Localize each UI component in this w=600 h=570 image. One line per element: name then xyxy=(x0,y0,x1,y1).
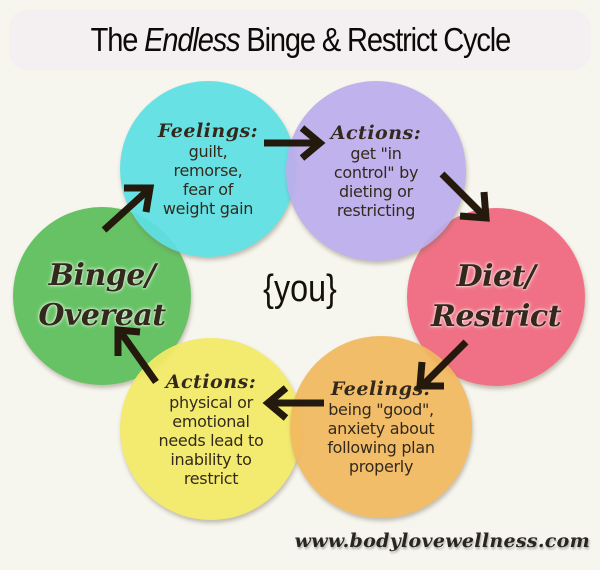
arrow-down-right-icon xyxy=(439,171,490,222)
title-emphasis: Endless xyxy=(143,21,240,58)
diagram-title: The Endless Binge & Restrict Cycle xyxy=(90,21,511,59)
arrow-down-left-icon xyxy=(416,339,469,390)
node-actions-control: Actions: get "in control" by dieting or … xyxy=(286,81,466,261)
arrow-left-icon xyxy=(262,385,324,421)
node-feelings-guilt: Feelings: guilt, remorse, fear of weight… xyxy=(120,81,296,257)
website-credit: www.bodylovewellness.com xyxy=(294,530,590,552)
arrow-up-right-icon xyxy=(101,184,155,233)
node-text: get "in control" by dieting or restricti… xyxy=(333,144,419,220)
node-label-line1: Diet/ xyxy=(456,259,536,294)
node-label-line2: Overeat xyxy=(38,298,166,333)
node-heading: Actions: xyxy=(330,122,422,144)
title-suffix: Binge & Restrict Cycle xyxy=(239,21,511,58)
center-label-you: {you} xyxy=(263,268,337,310)
arrow-up-left-icon xyxy=(114,326,159,385)
arrow-right-icon xyxy=(264,125,326,161)
node-text: guilt, remorse, fear of weight gain xyxy=(162,142,254,218)
node-feelings-good: Feelings: being "good", anxiety about fo… xyxy=(290,336,472,518)
node-label-line1: Binge/ xyxy=(48,258,156,293)
title-prefix: The xyxy=(90,21,144,58)
node-label-line2: Restrict xyxy=(430,299,562,334)
node-text: physical or emotional needs lead to inab… xyxy=(158,392,264,488)
node-heading: Feelings: xyxy=(157,120,259,142)
node-heading: Actions: xyxy=(165,370,257,393)
node-heading: Feelings: xyxy=(330,378,432,400)
title-banner: The Endless Binge & Restrict Cycle xyxy=(9,10,591,70)
node-text: being "good", anxiety about following pl… xyxy=(327,400,435,476)
